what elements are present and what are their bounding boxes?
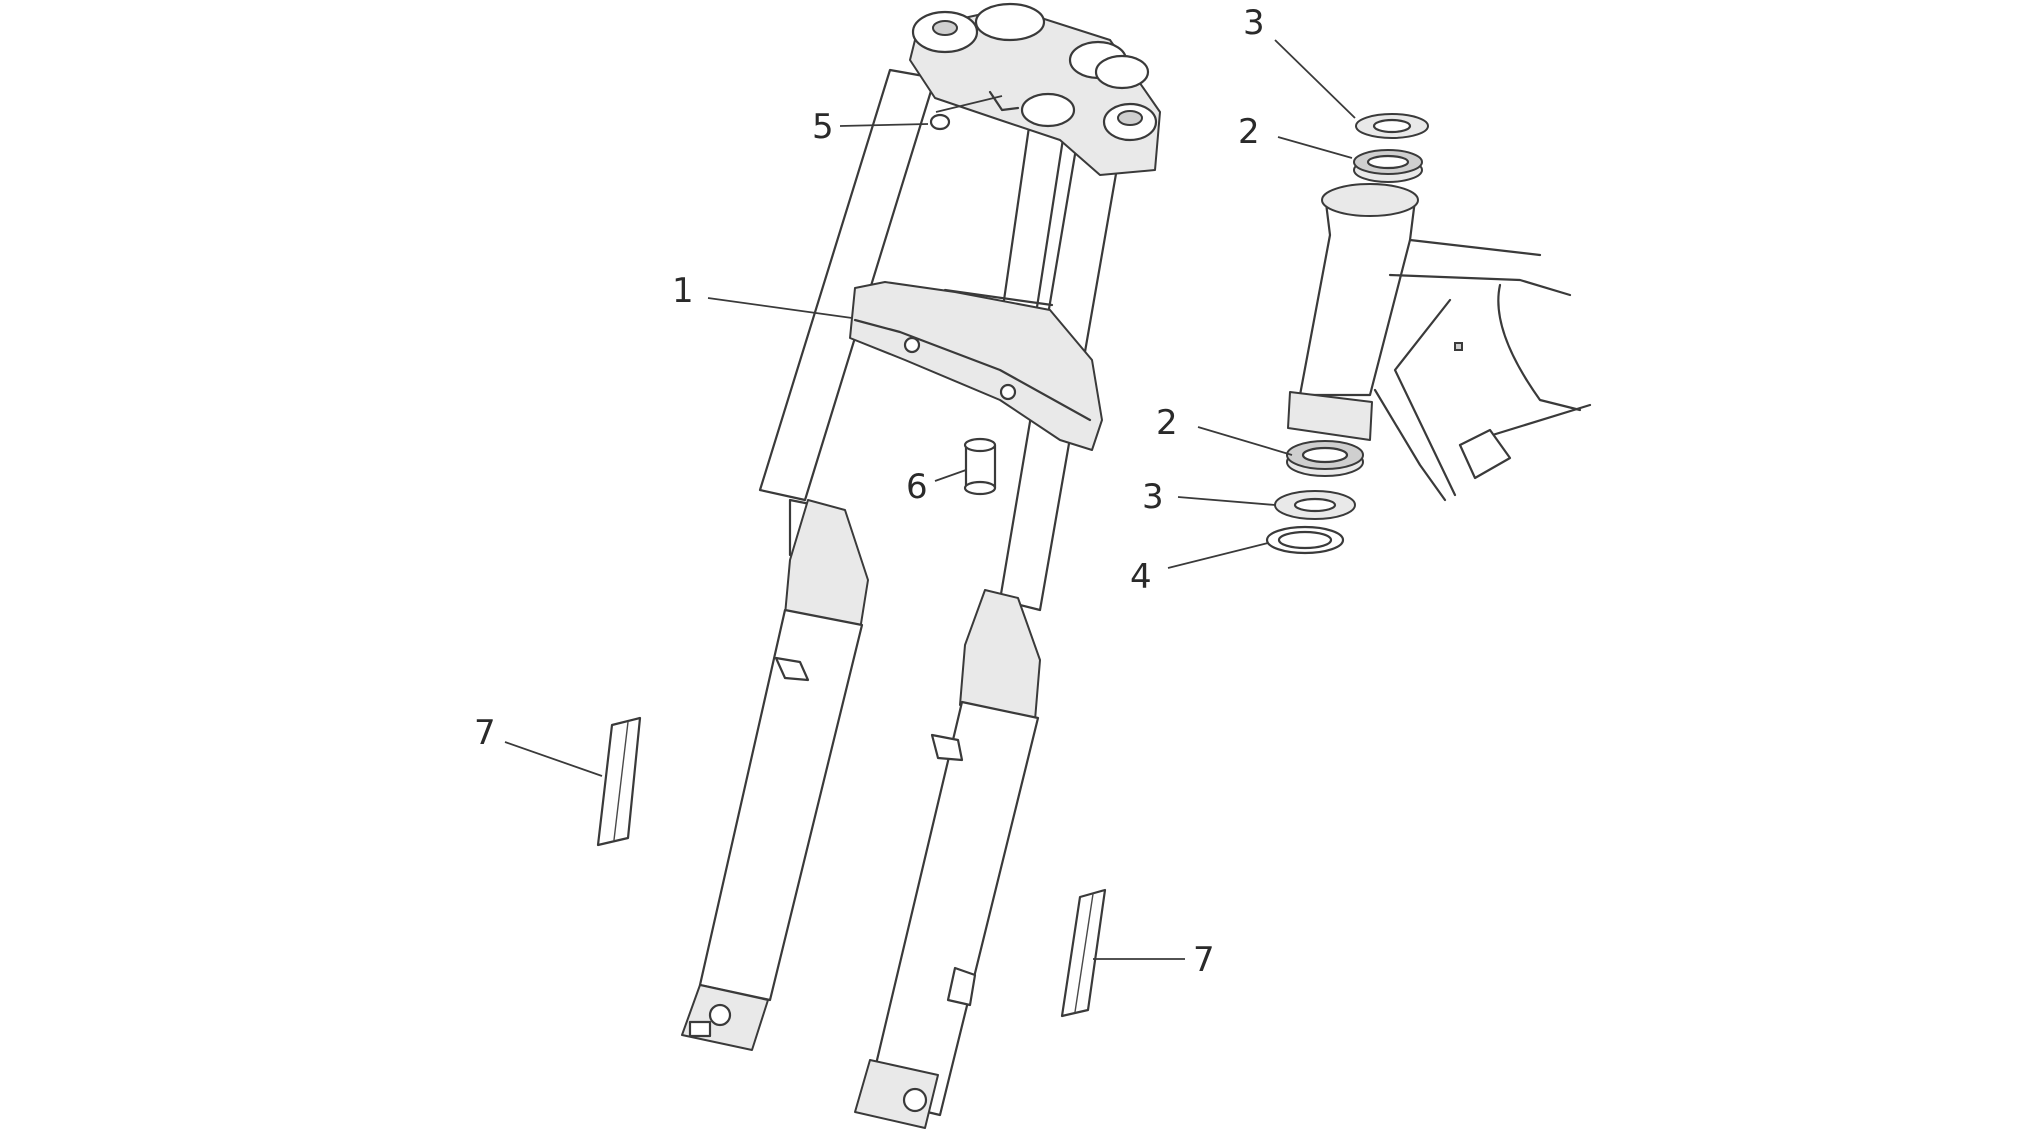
dust-seal — [1265, 525, 1345, 555]
leader-6 — [934, 469, 967, 482]
callout-6: 6 — [906, 467, 928, 507]
callout-3-lower: 3 — [1142, 477, 1164, 517]
top-yoke — [909, 2, 1161, 176]
leader-5 — [839, 123, 929, 127]
callout-7-left: 7 — [474, 713, 496, 753]
upper-bearing — [1353, 149, 1423, 183]
upper-washer — [1355, 113, 1429, 139]
left-fork-leg — [681, 498, 869, 1051]
bushing — [963, 437, 997, 496]
bottom-yoke — [849, 281, 1103, 451]
callout-5: 5 — [812, 107, 834, 147]
front-fork-assembly — [681, 2, 1161, 1129]
callout-7-right: 7 — [1193, 940, 1215, 980]
leader-7-left — [504, 741, 603, 777]
callout-4: 4 — [1130, 557, 1152, 597]
leader-lines — [504, 39, 1356, 960]
grease-nipple — [929, 113, 951, 131]
lower-washer — [1274, 490, 1356, 520]
reflector-left — [596, 716, 642, 847]
lower-bearing — [1286, 440, 1364, 477]
leader-5b — [935, 95, 1003, 113]
right-fork-leg — [854, 589, 1041, 1129]
leader-2-lower — [1197, 426, 1293, 456]
callout-labels: 1 2 2 3 3 4 5 6 7 7 — [474, 3, 1265, 980]
leader-3-upper — [1274, 39, 1356, 119]
frame-head-tube — [1287, 183, 1592, 502]
callout-2-lower: 2 — [1156, 403, 1178, 443]
callout-1: 1 — [672, 271, 694, 311]
leader-3-lower — [1177, 496, 1276, 506]
leader-1 — [707, 297, 853, 319]
leader-4 — [1167, 542, 1269, 569]
leader-2-upper — [1277, 136, 1353, 159]
callout-2-upper: 2 — [1238, 112, 1260, 152]
reflector-right — [1060, 888, 1107, 1018]
callout-3-upper: 3 — [1243, 3, 1265, 43]
